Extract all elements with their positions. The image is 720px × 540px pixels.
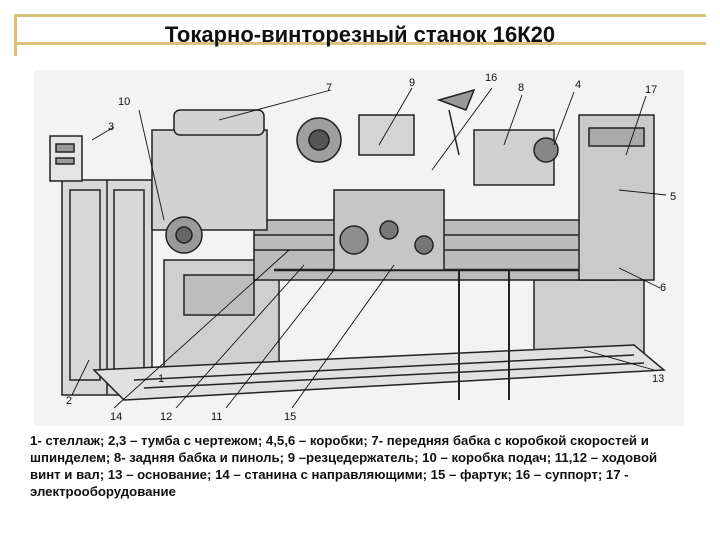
- callout-4: 4: [575, 79, 582, 91]
- lathe-illustration: [34, 70, 684, 426]
- leader-lines: [71, 87, 667, 409]
- callout-10: 10: [118, 96, 131, 108]
- callout-2: 2: [66, 395, 73, 407]
- lamp-shape: [436, 88, 476, 156]
- drawing-stand-shape: [49, 135, 83, 182]
- callout-8: 8: [518, 82, 525, 94]
- callout-17: 17: [645, 84, 658, 96]
- title-frame-bottom: [14, 42, 706, 45]
- callout-14: 14: [110, 411, 123, 423]
- callout-9: 9: [409, 77, 416, 89]
- callout-11: 11: [211, 411, 223, 423]
- lathe-drawing: [49, 87, 667, 409]
- electrical-cabinet-shape: [578, 114, 655, 281]
- slide-title: Токарно-винторезный станок 16К20: [164, 22, 556, 47]
- callout-13: 13: [652, 373, 665, 385]
- carriage-shape: [333, 114, 445, 271]
- cabinet-shape: [61, 179, 153, 396]
- callout-7: 7: [326, 82, 333, 94]
- stand-legs-shape: [458, 270, 510, 400]
- headstock-shape: [151, 109, 342, 254]
- base-tray-shape: [92, 344, 666, 401]
- callout-6: 6: [660, 282, 667, 294]
- callout-15: 15: [284, 411, 297, 423]
- callout-5: 5: [670, 191, 677, 203]
- callout-16: 16: [485, 72, 498, 84]
- callout-12: 12: [160, 411, 173, 423]
- title-frame-top: [14, 14, 706, 17]
- parts-legend-caption: 1- стеллаж; 2,3 – тумба с чертежом; 4,5,…: [30, 433, 658, 499]
- tailstock-shape: [473, 129, 559, 186]
- callout-3: 3: [108, 121, 115, 133]
- callout-1: 1: [158, 373, 165, 385]
- title-frame-left: [14, 14, 17, 56]
